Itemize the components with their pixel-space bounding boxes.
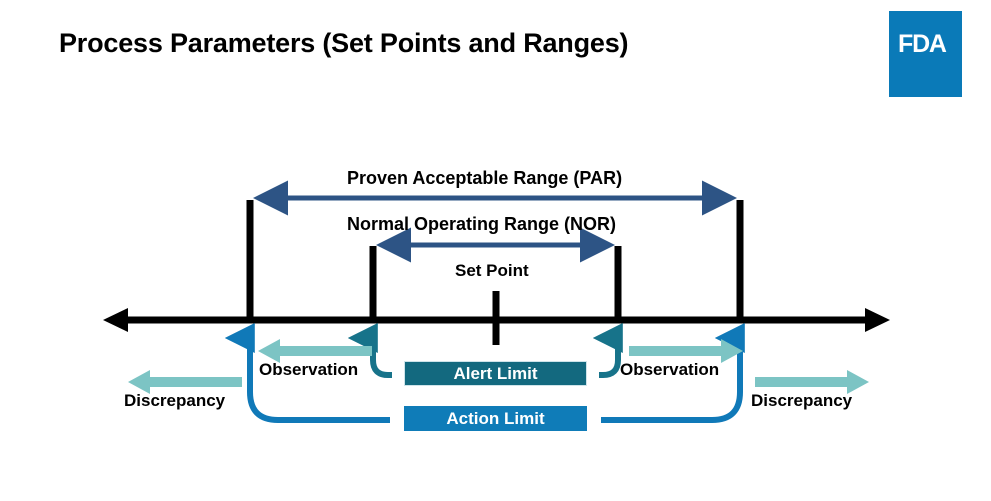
fda-logo: FDA (889, 11, 962, 97)
action-limit-box: Action Limit (404, 406, 587, 431)
discrepancy-left-label: Discrepancy (124, 391, 226, 410)
observation-right-label: Observation (620, 360, 720, 379)
discrepancy-right-arrow (755, 370, 869, 394)
axis-arrowhead-left (103, 308, 128, 332)
alert-limit-connector-left (347, 323, 392, 378)
observation-left-arrow (258, 339, 372, 363)
observation-right-arrow (629, 339, 743, 363)
axis-arrowhead-right (865, 308, 890, 332)
set-point-label: Set Point (455, 261, 529, 280)
action-limit-connector-right (601, 323, 745, 423)
alert-limit-connector-right (592, 323, 623, 378)
action-limit-connector-left (224, 323, 390, 423)
discrepancy-left-arrow (128, 370, 242, 394)
observation-left-label: Observation (259, 360, 359, 379)
alert-limit-box: Alert Limit (404, 361, 587, 386)
par-range-label: Proven Acceptable Range (PAR) (347, 168, 623, 188)
discrepancy-right-label: Discrepancy (751, 391, 853, 410)
nor-range-label: Normal Operating Range (NOR) (347, 214, 617, 234)
page-title: Process Parameters (Set Points and Range… (59, 28, 629, 58)
fda-logo-wordmark: FDA (898, 30, 947, 58)
